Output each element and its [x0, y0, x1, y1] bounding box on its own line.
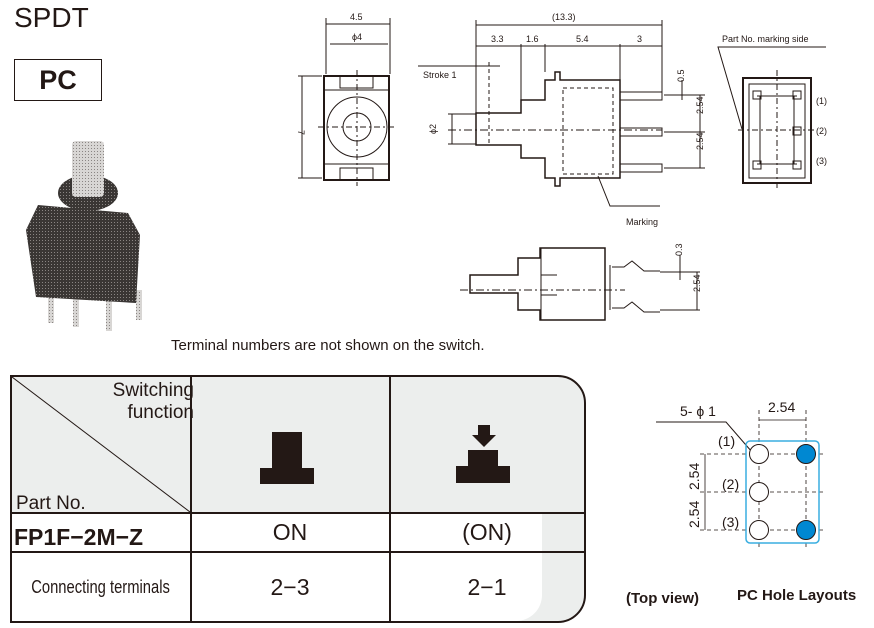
- pc-hole-caption: PC Hole Layouts: [737, 587, 857, 604]
- pc-terminal-1: (1): [718, 433, 735, 449]
- hole-diameter-label: 5- ϕ 1: [680, 403, 716, 419]
- dim-bottom-pitch: 2.54: [692, 274, 702, 292]
- dim-front-width: 4.5: [350, 12, 363, 22]
- pc-v-pitch-2: 2.54: [686, 501, 702, 528]
- dim-pitch-2: 2.54: [695, 132, 705, 150]
- series-badge: PC: [14, 59, 102, 101]
- dim-plunger-diameter: ϕ2: [428, 124, 438, 134]
- rear-terminal-1: (1): [816, 96, 827, 106]
- dim-side-seg-4: 3: [637, 34, 642, 44]
- pc-h-pitch: 2.54: [768, 399, 795, 415]
- dim-side-overall: (13.3): [552, 12, 576, 22]
- page-title: SPDT: [14, 2, 89, 33]
- dim-side-seg-2: 1.6: [526, 34, 539, 44]
- rear-terminal-3: (3): [816, 156, 827, 166]
- stroke-label: Stroke 1: [423, 70, 457, 80]
- dim-side-seg-3: 5.4: [576, 34, 589, 44]
- part-number: FP1F−2M−Z: [14, 523, 144, 550]
- dimension-drawings: 4.5 ϕ4 7 (13.3) 3.3 1.6 5.4 3 Stroke 1 ϕ…: [296, 12, 827, 321]
- dim-side-seg-1: 3.3: [491, 34, 504, 44]
- switch-plunger: [72, 141, 104, 197]
- header-part-no: Part No.: [16, 493, 86, 514]
- pc-terminal-2: (2): [722, 476, 739, 492]
- terminals-col-2: 2−1: [467, 573, 507, 600]
- dim-front-diameter: ϕ4: [352, 32, 362, 42]
- terminal-note: Terminal numbers are not shown on the sw…: [171, 337, 485, 354]
- dim-pitch-1: 2.54: [695, 96, 705, 114]
- pc-terminal-3: (3): [722, 514, 739, 530]
- terminals-col-1: 2−3: [270, 573, 310, 600]
- header-switching-function: Switching function: [112, 380, 194, 423]
- spec-table: Switching function Part No. FP1F−2M−Z ON…: [10, 375, 586, 623]
- hole-mount-2: [796, 520, 816, 540]
- hole-mount-1: [796, 444, 816, 464]
- marking-label: Marking: [626, 217, 658, 227]
- pc-hole-layout: 5- ϕ 1 2.54 2.54 2.54 (1) (2) (3): [656, 399, 824, 550]
- marking-side-label: Part No. marking side: [722, 34, 809, 44]
- connecting-terminals-label: Connecting terminals: [31, 576, 171, 597]
- hole-terminal-1: [749, 444, 769, 464]
- switch-photo: [26, 141, 142, 331]
- hole-terminal-3: [749, 520, 769, 540]
- bottom-view: [460, 247, 700, 321]
- dim-front-height: 7: [296, 130, 306, 135]
- state-col-1: ON: [272, 519, 308, 545]
- released-plunger-icon: [260, 432, 314, 484]
- state-col-2: (ON): [462, 519, 512, 545]
- switch-body: [26, 205, 140, 303]
- header-diagonal: [12, 377, 190, 512]
- top-view-caption: (Top view): [626, 590, 700, 607]
- side-view: [418, 20, 705, 207]
- rear-view: [717, 46, 826, 190]
- pc-v-pitch-1: 2.54: [686, 463, 702, 490]
- dim-pin-width: 0.5: [676, 69, 686, 82]
- front-view: [298, 18, 396, 186]
- switch-pins: [48, 290, 142, 331]
- pc-frame: [745, 440, 820, 544]
- rear-terminal-2: (2): [816, 126, 827, 136]
- pressed-plunger-icon: [456, 425, 510, 483]
- hole-terminal-2: [749, 482, 769, 502]
- dim-pin-thickness: 0.3: [674, 243, 684, 256]
